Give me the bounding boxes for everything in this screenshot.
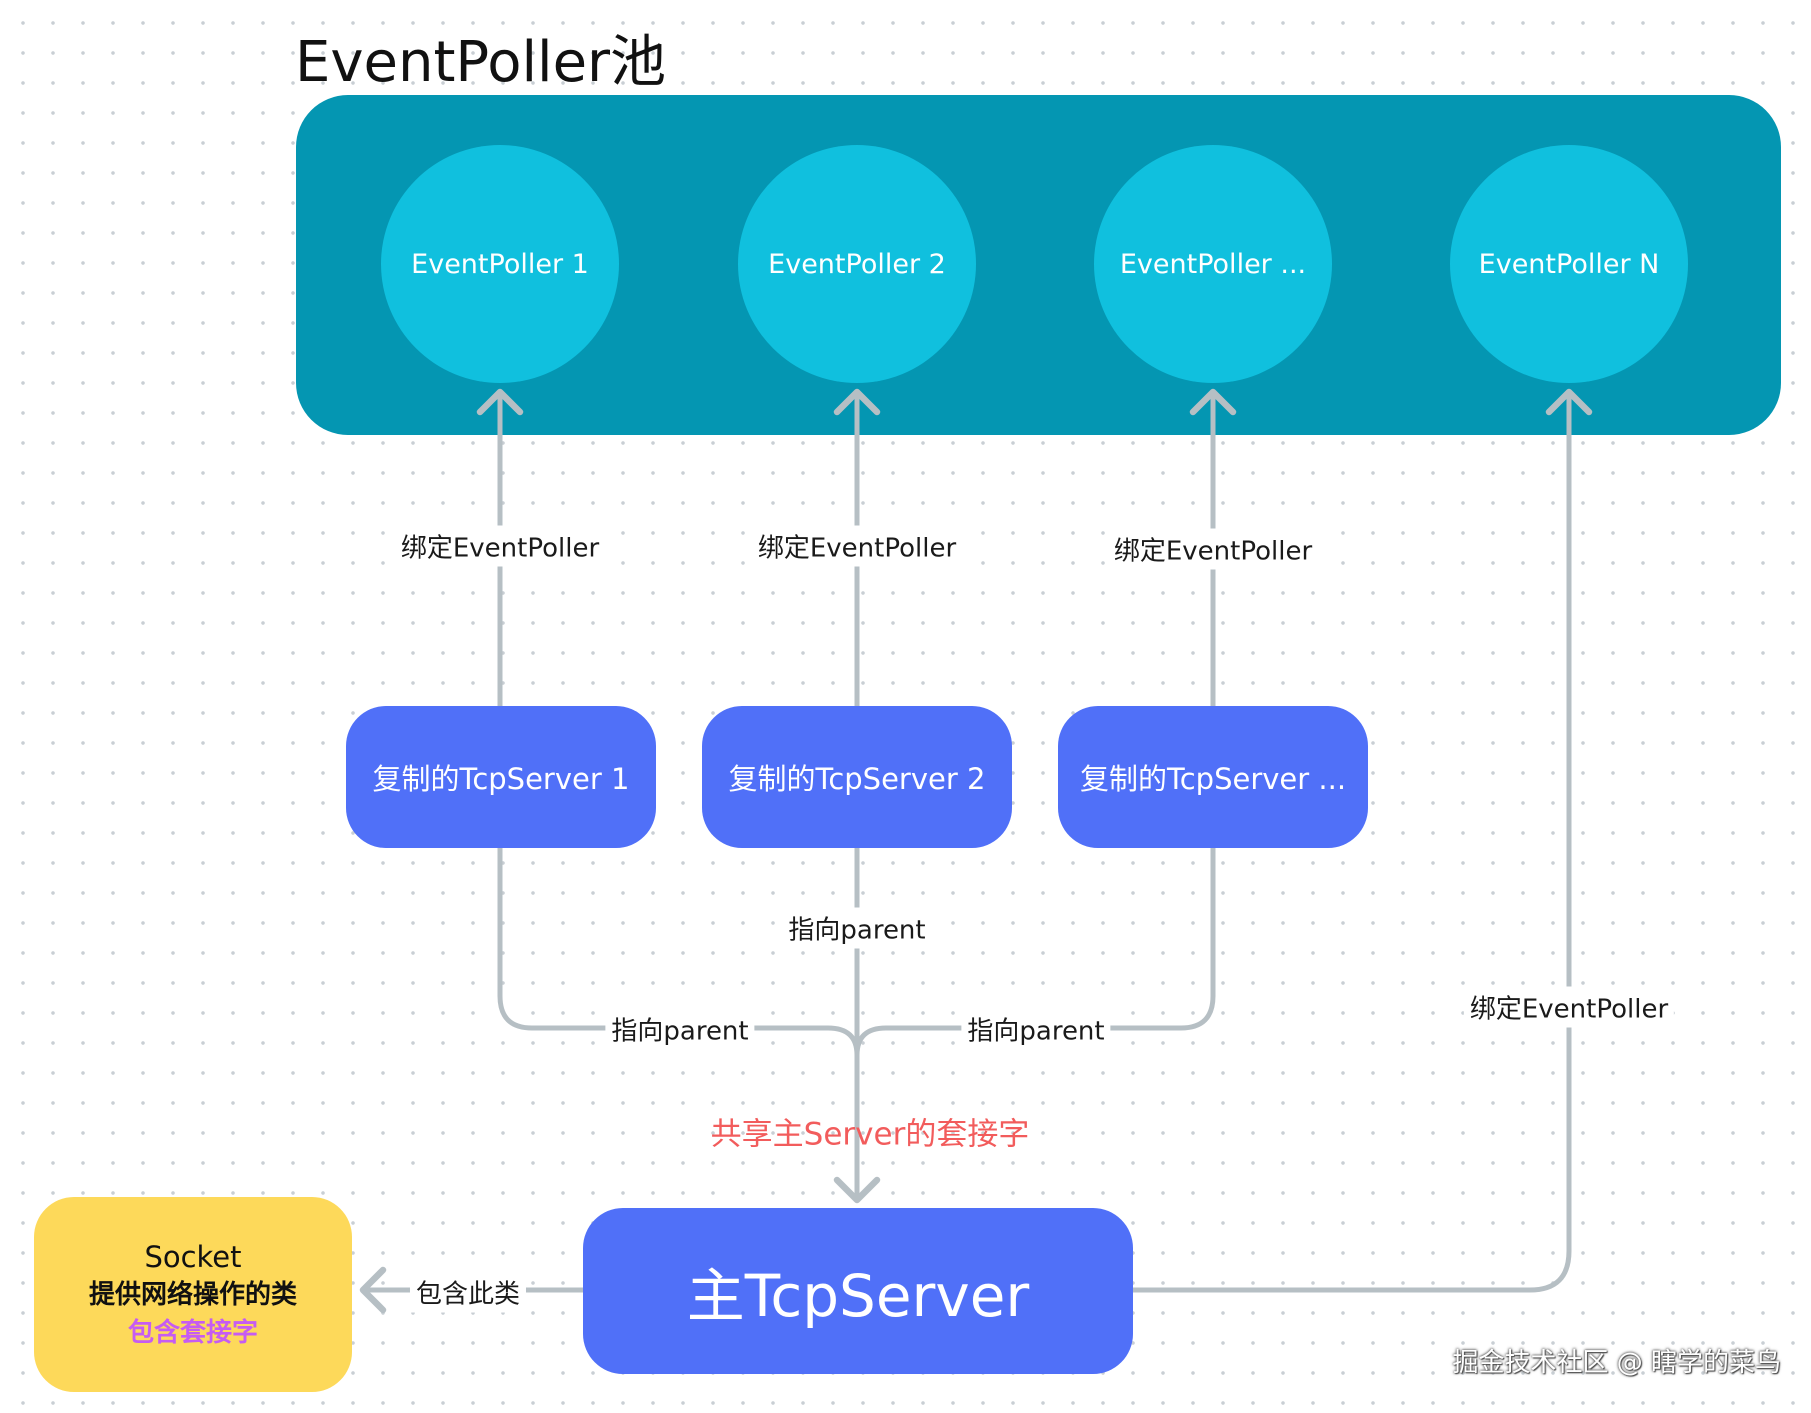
shared-socket-label: 共享主Server的套接字: [710, 1116, 1030, 1153]
cloned-tcpserver-2: 复制的TcpServer 2: [702, 706, 1012, 848]
parent-line-1: [497, 845, 860, 1058]
bind-label-1: 绑定EventPoller: [394, 525, 606, 567]
socket-note: 包含套接字: [127, 1317, 258, 1348]
bind-label-main: 绑定EventPoller: [1463, 986, 1675, 1028]
main-tcpserver: 主TcpServer: [583, 1208, 1133, 1374]
socket-description: 提供网络操作的类: [88, 1279, 297, 1310]
event-poller-ellipsis: EventPoller ...: [1094, 145, 1332, 383]
cloned-tcpserver-1: 复制的TcpServer 1: [346, 706, 656, 848]
event-poller-n: EventPoller N: [1450, 145, 1688, 383]
bind-label-3: 绑定EventPoller: [1107, 528, 1319, 570]
cloned-tcpserver-ellipsis: 复制的TcpServer ...: [1058, 706, 1368, 848]
bind-label-2: 绑定EventPoller: [751, 525, 963, 567]
socket-class-box: Socket 提供网络操作的类 包含套接字: [34, 1197, 352, 1392]
event-poller-2: EventPoller 2: [738, 145, 976, 383]
event-poller-1: EventPoller 1: [381, 145, 619, 383]
parent-line-3: [854, 845, 1216, 1058]
pool-title: EventPoller池: [295, 30, 667, 95]
parent-label-2: 指向parent: [782, 907, 932, 949]
parent-label-1: 指向parent: [605, 1008, 755, 1050]
contains-label: 包含此类: [409, 1271, 527, 1313]
watermark: 掘金技术社区 @ 瞎学的菜鸟: [1452, 1348, 1781, 1378]
socket-title: Socket: [144, 1239, 242, 1274]
bind-line-main: [1130, 388, 1593, 1293]
parent-label-3: 指向parent: [961, 1008, 1111, 1050]
